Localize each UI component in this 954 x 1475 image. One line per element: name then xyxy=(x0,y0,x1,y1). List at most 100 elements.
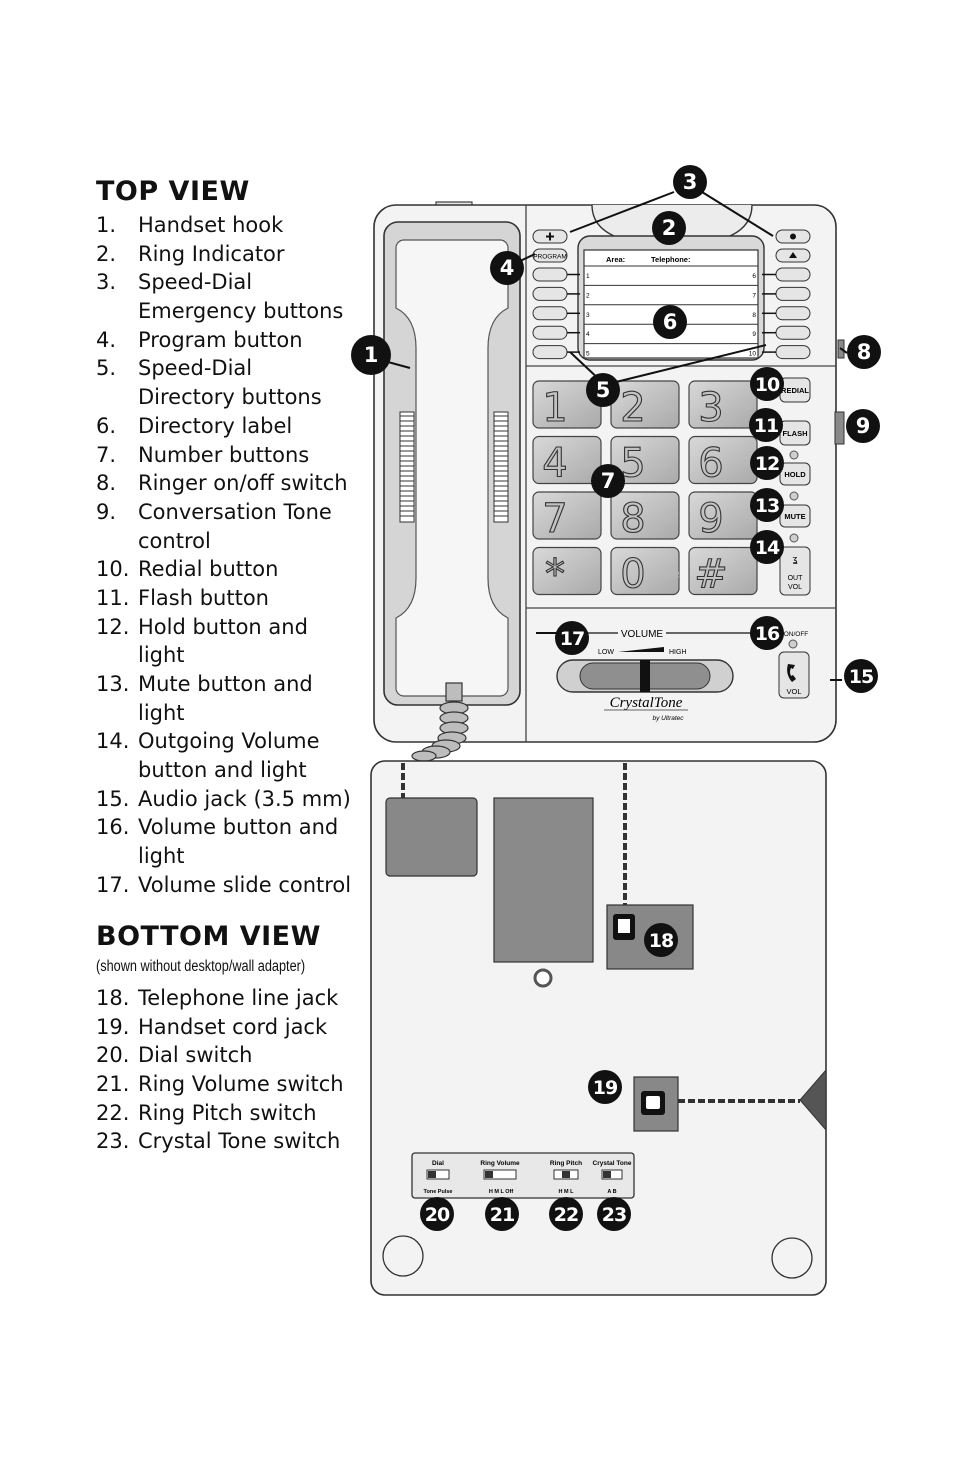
top-view-item-text: button and light xyxy=(138,758,307,783)
callout-14: 14 xyxy=(750,530,784,564)
speed-dial-button-left[interactable] xyxy=(532,345,580,360)
key-1[interactable]: 1 xyxy=(532,380,602,432)
emergency-button-right[interactable] xyxy=(775,229,811,244)
ring-volume-title: Ring Volume xyxy=(480,1160,520,1167)
callout-6: 6 xyxy=(653,305,687,339)
directory-row-number-right: 8 xyxy=(752,312,756,319)
svg-text:8: 8 xyxy=(857,340,872,364)
directory-row-number-right: 9 xyxy=(752,331,756,338)
top-view-heading: TOP VIEW xyxy=(96,176,250,207)
top-view-item-number: 7. xyxy=(96,442,117,467)
speed-dial-button-right[interactable] xyxy=(762,286,811,301)
svg-text:20: 20 xyxy=(425,1204,450,1226)
ring-pitch-switch[interactable] xyxy=(553,1169,579,1180)
outgoing-volume-button[interactable]: ʓ OUT VOL xyxy=(779,546,811,596)
hold-button[interactable]: HOLD xyxy=(779,462,811,486)
top-view-item-text: Flash button xyxy=(138,585,269,610)
key-digit: * xyxy=(545,552,565,598)
svg-text:15: 15 xyxy=(849,666,873,688)
key-star[interactable]: * xyxy=(532,546,602,598)
handset[interactable] xyxy=(383,221,521,706)
speed-dial-button-right[interactable] xyxy=(762,267,811,282)
bottom-view-item-text: Dial switch xyxy=(138,1043,253,1068)
svg-text:19: 19 xyxy=(593,1077,617,1099)
directory-row-number-left: 5 xyxy=(586,351,590,358)
dial-switch[interactable] xyxy=(426,1169,450,1180)
speed-dial-button-left[interactable] xyxy=(532,306,580,321)
speed-dial-right-top[interactable] xyxy=(775,248,811,263)
speed-dial-button-right[interactable] xyxy=(762,306,811,321)
svg-text:14: 14 xyxy=(755,537,780,559)
phone-volume-icon xyxy=(787,664,796,682)
high-label: HIGH xyxy=(669,649,687,656)
volume-section: VOLUME LOW HIGH xyxy=(536,629,752,656)
speed-dial-button-right[interactable] xyxy=(762,345,811,360)
speed-dial-button-left[interactable] xyxy=(532,267,580,282)
emergency-button-left[interactable] xyxy=(532,229,568,244)
top-view-item-text: Volume button and xyxy=(138,815,339,840)
hold-light xyxy=(789,450,799,460)
top-view-item-text: Emergency buttons xyxy=(138,299,344,324)
directory-row-number-left: 3 xyxy=(586,312,590,319)
key-pound[interactable]: # xyxy=(688,546,758,598)
speed-dial-buttons xyxy=(532,267,811,360)
top-view-item-number: 14. xyxy=(96,729,130,754)
callout-12: 12 xyxy=(750,446,784,480)
callout-21: 21 xyxy=(485,1197,519,1231)
callout-22: 22 xyxy=(549,1197,583,1231)
key-letters: OPER xyxy=(657,571,680,580)
top-view-item-text: Volume slide control xyxy=(138,872,352,897)
ring-volume-switch[interactable] xyxy=(483,1169,517,1180)
key-digit: 4 xyxy=(542,441,567,487)
volume-slider-thumb[interactable] xyxy=(640,660,650,692)
bottom-view-item-number: 19. xyxy=(96,1014,130,1039)
mute-button[interactable]: MUTE xyxy=(779,504,811,528)
switch-panel: Dial Ring Volume Ring Pitch Crystal Tone… xyxy=(411,1152,635,1199)
program-button[interactable]: PROGRAM xyxy=(532,248,568,263)
speed-dial-button-right[interactable] xyxy=(762,325,811,340)
speed-dial-button-left[interactable] xyxy=(532,286,580,301)
redial-button[interactable]: REDIAL xyxy=(779,377,811,403)
svg-text:7: 7 xyxy=(601,469,616,493)
svg-text:9: 9 xyxy=(856,414,871,438)
key-letters: JKL xyxy=(657,460,671,469)
onoff-label: ON/OFF xyxy=(784,631,809,638)
volume-slide-control[interactable] xyxy=(556,659,734,693)
top-view-item-text: Directory label xyxy=(138,413,293,438)
volume-label: VOLUME xyxy=(621,629,664,640)
key-digit: 3 xyxy=(698,385,723,431)
svg-text:16: 16 xyxy=(755,623,780,645)
ring-pitch-title: Ring Pitch xyxy=(550,1160,582,1167)
bottom-view-item-number: 20. xyxy=(96,1043,130,1068)
directory-row-number-left: 4 xyxy=(586,331,590,338)
bottom-view-item-number: 21. xyxy=(96,1072,130,1097)
callout-16: 16 xyxy=(750,616,784,650)
speaker-icon: ʓ xyxy=(792,555,797,565)
callout-23: 23 xyxy=(597,1197,631,1231)
volume-button[interactable]: VOL xyxy=(778,651,810,699)
bottom-view-item-text: Telephone line jack xyxy=(138,986,339,1010)
key-letters: ABC xyxy=(657,404,674,413)
brand-sub: by Ultratec xyxy=(652,715,684,722)
speed-dial-button-left[interactable] xyxy=(532,325,580,340)
bottom-view-item-text: Handset cord jack xyxy=(138,1014,328,1039)
bottom-view-subtitle: (shown without desktop/wall adapter) xyxy=(96,958,306,975)
svg-text:VOL: VOL xyxy=(788,584,802,591)
flash-button[interactable]: FLASH xyxy=(779,420,811,446)
volume-wedge xyxy=(618,647,664,652)
key-digit: 7 xyxy=(542,496,567,542)
crystal-tone-switch[interactable] xyxy=(601,1169,623,1180)
callout-13: 13 xyxy=(750,488,784,522)
